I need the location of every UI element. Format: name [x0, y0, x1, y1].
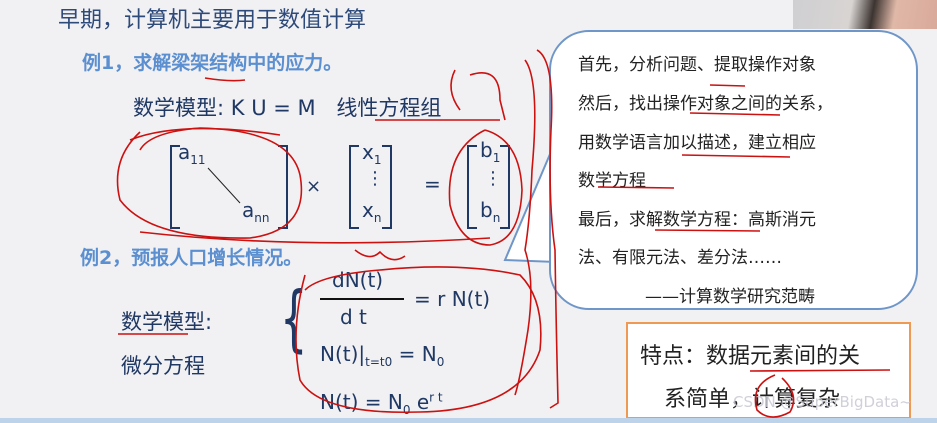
callout-attribution: ——计算数学研究范畴 — [645, 287, 815, 307]
model-label: 数学模型: — [133, 96, 231, 120]
matrix-a11: a11 — [178, 140, 206, 167]
example2-heading: 例2，预报人口增长情况。 — [80, 247, 303, 269]
example2-model-label: 数学模型: — [121, 310, 213, 334]
left-brace: { — [280, 276, 308, 360]
feature-line-1: 特点：数据元素间的关 — [640, 344, 861, 369]
slide-title: 早期，计算机主要用于数值计算 — [58, 8, 367, 33]
vector-bn: bn — [480, 198, 501, 225]
eq1-rhs: = r N(t) — [414, 287, 491, 311]
vector-b1: b1 — [480, 138, 501, 165]
vector-x-dots: ⋮ — [366, 168, 384, 189]
callout-line: 用数学语言加以描述，建立相应 — [578, 133, 816, 153]
matrix-ann: ann — [242, 198, 270, 225]
fraction-bar — [320, 298, 404, 300]
callout-line: 然后，找出操作对象之间的关系， — [578, 94, 833, 114]
example1-heading: 例1，求解梁架结构中的应力。 — [82, 52, 343, 74]
callout-line: 最后，求解数学方程：高斯消元 — [578, 210, 816, 230]
example1-model: 数学模型: K U = M 线性方程组 — [133, 92, 441, 122]
watermark: CSDN @SuperBigData~ — [733, 393, 912, 411]
example2-model-type: 微分方程 — [121, 354, 205, 378]
callout-line: 首先，分析问题、提取操作对象 — [578, 55, 816, 75]
callout-line: 法、有限元法、差分法…… — [578, 248, 782, 268]
eq1-denominator: d t — [340, 305, 367, 329]
equals-sign: = — [424, 172, 441, 196]
model-equation: K U = M — [230, 96, 316, 120]
feature-line-2: 系简单，计算复杂 — [664, 387, 841, 412]
vector-b-dots: ⋮ — [484, 168, 502, 189]
presenter-webcam-overlay — [793, 0, 937, 29]
model-type: 线性方程组 — [336, 96, 442, 120]
times-sign: × — [306, 176, 322, 197]
vector-xn: xn — [362, 198, 382, 225]
eq2: N(t)|t=t0 = N0 — [320, 342, 445, 369]
vector-x1: x1 — [362, 140, 382, 167]
bottom-bar — [0, 418, 937, 423]
callout-line: 数学方程 — [578, 171, 646, 191]
